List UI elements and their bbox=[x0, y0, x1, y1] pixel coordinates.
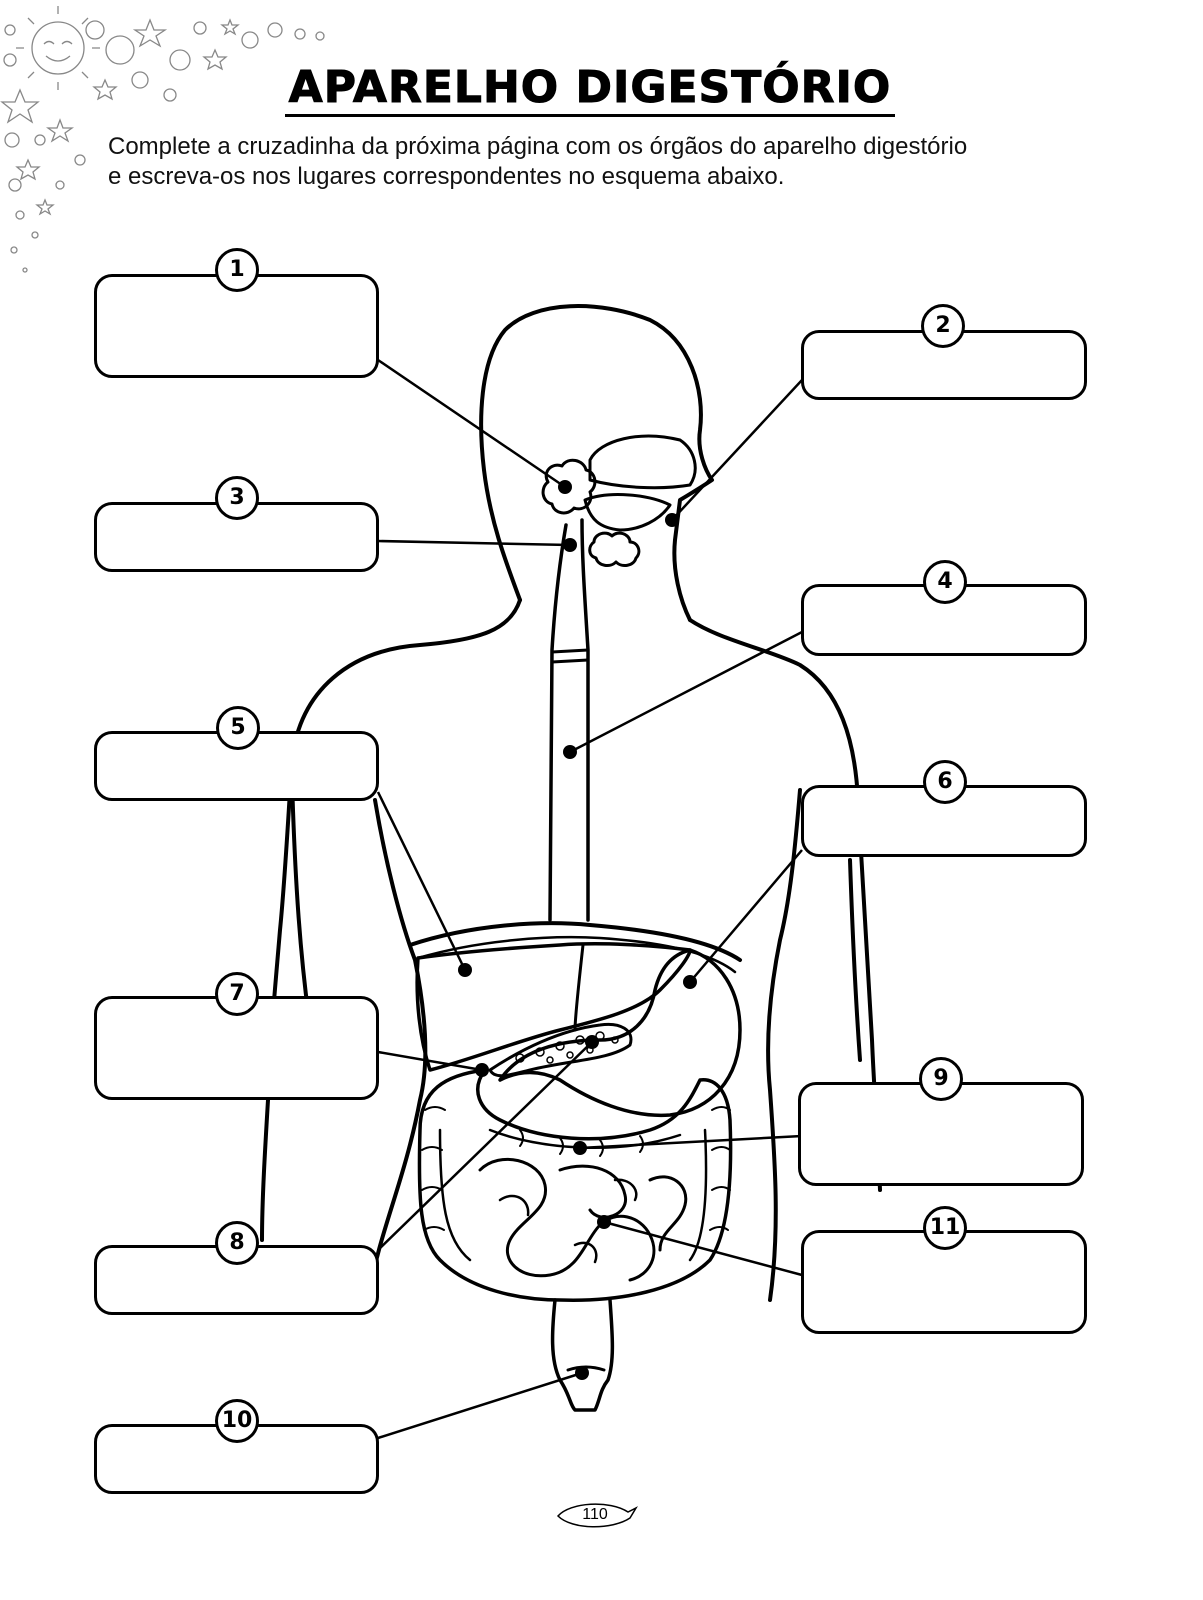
instruction-line-1: Complete a cruzadinha da próxima página … bbox=[108, 133, 968, 160]
liver bbox=[415, 942, 692, 1072]
label-number-3: 3 bbox=[215, 476, 259, 520]
mouth-cavity bbox=[583, 493, 672, 532]
stars-decoration bbox=[0, 6, 325, 273]
label-number-10: 10 bbox=[215, 1399, 259, 1443]
label-number-8: 8 bbox=[215, 1221, 259, 1265]
small-intestine-folds bbox=[498, 1178, 638, 1264]
salivary-gland-1 bbox=[541, 458, 597, 515]
label-number-4: 4 bbox=[923, 560, 967, 604]
label-number-1: 1 bbox=[215, 248, 259, 292]
label-number-11: 11 bbox=[923, 1206, 967, 1250]
anus-band bbox=[566, 1365, 606, 1372]
label-number-7: 7 bbox=[215, 972, 259, 1016]
esophagus bbox=[548, 518, 590, 922]
salivary-gland-lower bbox=[588, 531, 641, 567]
diaphragm bbox=[408, 921, 742, 962]
stomach bbox=[498, 948, 742, 1118]
small-intestine bbox=[478, 1157, 688, 1282]
page-title: APARELHO DIGESTÓRIO bbox=[0, 62, 1180, 117]
page-number: 110 bbox=[582, 1506, 608, 1523]
left-body-outline bbox=[260, 598, 522, 1242]
left-torso bbox=[368, 798, 428, 1292]
label-number-2: 2 bbox=[921, 304, 965, 348]
right-torso bbox=[766, 788, 802, 1302]
instructions: Complete a cruzadinha da próxima página … bbox=[108, 132, 1128, 192]
pancreas-texture bbox=[515, 1031, 619, 1064]
liver-lobe-divide bbox=[573, 943, 585, 1032]
esophagus-band bbox=[550, 648, 590, 664]
rectum bbox=[550, 1298, 615, 1412]
instruction-line-2: e escreva-os nos lugares correspondentes… bbox=[108, 163, 785, 190]
pancreas bbox=[488, 1022, 633, 1078]
label-number-5: 5 bbox=[216, 706, 260, 750]
label-number-9: 9 bbox=[919, 1057, 963, 1101]
head-outline bbox=[479, 304, 714, 622]
right-arm-inner bbox=[848, 858, 862, 1062]
label-number-6: 6 bbox=[923, 760, 967, 804]
colon-haustra bbox=[421, 1106, 731, 1231]
page-number-leaf bbox=[556, 1503, 638, 1528]
large-intestine bbox=[417, 1068, 733, 1302]
nasal-cavity bbox=[588, 434, 697, 490]
